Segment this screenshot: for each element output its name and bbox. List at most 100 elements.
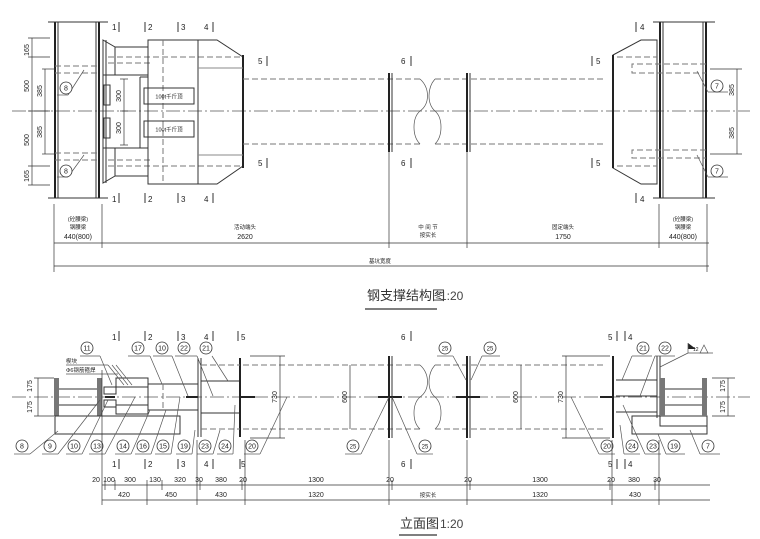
plan-right-dimensions: 385 385 (710, 68, 742, 155)
callout-9: 9 (42, 399, 101, 455)
segment-middle: 中 间 节 按实长 (418, 223, 438, 239)
right-waler (631, 21, 715, 199)
callout-14: 14 (115, 409, 151, 455)
svg-text:4: 4 (640, 195, 645, 204)
elev-dim-730-left: 730 (272, 391, 279, 403)
elev-dimension-chain (101, 370, 710, 505)
svg-text:5: 5 (596, 159, 601, 168)
svg-text:440(800): 440(800) (64, 234, 92, 241)
svg-text:380: 380 (215, 477, 227, 484)
svg-text:5: 5 (258, 159, 263, 168)
svg-text:1750: 1750 (555, 234, 571, 241)
plan-scale: 1:20 (440, 289, 464, 303)
svg-text:9: 9 (48, 444, 52, 451)
svg-text:23: 23 (649, 444, 657, 451)
callout-21: 21 (199, 341, 229, 382)
segment-fixed-end: 固定端头 1750 (552, 223, 575, 241)
steel-pipe-left (243, 73, 442, 152)
svg-text:3: 3 (181, 195, 186, 204)
dim-385-bottom: 385 (37, 126, 44, 138)
callout-22-right: 22 (639, 341, 675, 397)
svg-text:中 间 节: 中 间 节 (418, 223, 438, 231)
plan-callout-8-top: 8 (57, 69, 85, 96)
callout-20: 20 (244, 396, 288, 455)
svg-text:10: 10 (158, 346, 166, 353)
jack-top: 100t千斤顶 (143, 87, 195, 105)
svg-text:13: 13 (93, 444, 101, 451)
elev-dim-row1: 20 100 300 130 320 30 380 20 1300 20 20 … (92, 477, 661, 484)
plan-callout-7-bottom: 7 (696, 154, 728, 178)
total-width-label: 基坑宽度 (369, 257, 392, 265)
svg-text:19: 19 (180, 444, 188, 451)
active-end-head (102, 39, 244, 185)
svg-text:2: 2 (148, 333, 153, 342)
dim-500-bottom: 500 (24, 134, 31, 146)
svg-text:5: 5 (608, 333, 613, 342)
dim-165-top: 165 (24, 44, 31, 56)
callout-25-a: 25 (345, 396, 390, 455)
right-h-beam (660, 378, 707, 416)
elev-dim-600-right: 600 (513, 391, 520, 403)
svg-text:20: 20 (92, 477, 100, 484)
plan-title-block: 钢支撑结构图 1:20 (365, 289, 464, 310)
callout-10b: 10 (66, 399, 109, 455)
svg-text:25: 25 (350, 445, 357, 451)
elev-section-marks-bottom: 1 2 3 4 5 6 5 4 (112, 459, 633, 469)
plan-left-dimensions: 165 500 500 165 385 385 (24, 37, 55, 186)
callout-23: 23 (197, 429, 221, 455)
svg-text:24: 24 (628, 444, 636, 451)
elev-dim-175-bottom: 175 (27, 401, 34, 413)
svg-text:23: 23 (201, 444, 209, 451)
svg-text:6: 6 (401, 57, 406, 66)
svg-text:4: 4 (204, 23, 209, 32)
jack-bottom: 100t千斤顶 (143, 120, 195, 138)
svg-text:11: 11 (83, 346, 90, 353)
callout-20-right: 20 (570, 396, 615, 455)
svg-text:2: 2 (148, 195, 153, 204)
svg-text:1: 1 (112, 195, 117, 204)
svg-text:1320: 1320 (308, 492, 324, 499)
elev-callouts-bottom-left: 8 9 10 13 14 16 15 19 23 24 20 (14, 396, 288, 455)
elevation-right-dimensions: 175 175 (712, 377, 735, 417)
steel-pipe-right (435, 73, 605, 152)
plan-callout-8-bottom: 8 (57, 154, 85, 178)
svg-text:1: 1 (112, 333, 117, 342)
svg-text:固定端头: 固定端头 (552, 223, 575, 231)
svg-text:3: 3 (181, 333, 186, 342)
svg-text:4: 4 (204, 460, 209, 469)
callout-25-b: 25 (391, 396, 433, 455)
svg-text:4: 4 (628, 460, 633, 469)
svg-text:21: 21 (202, 346, 210, 353)
svg-text:20: 20 (603, 444, 611, 451)
weld-symbol: 12 (659, 343, 713, 368)
svg-text:430: 430 (215, 492, 227, 499)
elev-callouts-bottom-right: 20 24 23 19 7 (570, 396, 720, 455)
jack-dim-top: 300 (116, 90, 123, 102)
svg-text:4: 4 (204, 195, 209, 204)
plan-section-marks-bottom: 1 2 3 4 5 6 5 4 (112, 158, 645, 204)
svg-text:钢腰梁: 钢腰梁 (70, 223, 87, 231)
svg-text:3: 3 (181, 460, 186, 469)
elevation-notes: 楔块 Φ6钢筋箍焊 (66, 357, 133, 386)
svg-text:(砼腰梁): (砼腰梁) (68, 215, 88, 223)
svg-text:430: 430 (629, 492, 641, 499)
svg-text:30: 30 (195, 477, 203, 484)
elevation-left-dimensions: 175 175 (27, 377, 54, 417)
svg-text:100t千斤顶: 100t千斤顶 (155, 93, 183, 101)
callout-24: 24 (217, 404, 236, 455)
fixed-end-head (612, 39, 658, 185)
plan-title: 钢支撑结构图 (367, 289, 445, 304)
right-dim-385-bottom: 385 (729, 127, 736, 139)
dim-385-top: 385 (37, 85, 44, 97)
svg-text:130: 130 (149, 477, 161, 484)
plan-view: 165 500 500 165 385 385 8 8 (12, 21, 750, 310)
left-h-beam (54, 378, 181, 435)
svg-text:按实长: 按实长 (420, 231, 437, 239)
callout-7-right: 7 (689, 429, 720, 455)
jack-dimensions: 300 300 (116, 78, 128, 146)
svg-text:25: 25 (487, 347, 494, 353)
svg-text:20: 20 (386, 477, 394, 484)
svg-text:7: 7 (715, 84, 719, 91)
elevation-pipe (243, 356, 605, 438)
